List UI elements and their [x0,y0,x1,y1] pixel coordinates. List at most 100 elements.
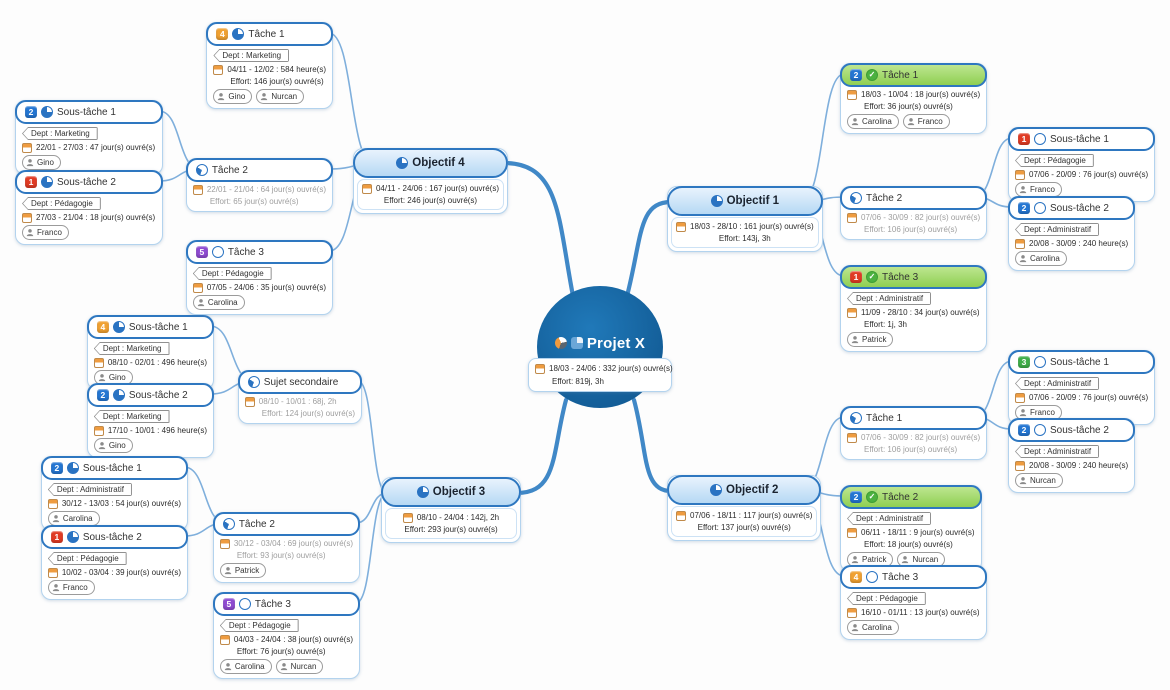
person-icon [224,663,232,671]
date-row: 30/12 - 13/03 : 54 jour(s) ouvré(s) [47,498,181,509]
node-title: Tâche 1 [248,28,285,40]
connector-line [514,397,569,496]
node-title: Sous-tâche 2 [1050,202,1109,214]
resource-chip: Nurcan [275,659,324,674]
date-text: 07/06 - 20/09 : 76 jour(s) ouvré(s) [1029,393,1149,402]
resource-chip: Franco [902,114,950,129]
node-title: Sous-tâche 2 [1050,424,1109,436]
resource-name: Carolina [862,117,892,126]
progress-pie-icon [195,164,208,176]
objectif-4-node[interactable]: Objectif 4 04/11 - 24/06 : 167 jour(s) ou… [352,148,508,214]
date-row: 18/03 - 10/04 : 18 jour(s) ouvré(s) [847,89,980,100]
date-text: 04/03 - 24/04 : 38 jour(s) ouvré(s) [233,635,353,644]
node-header[interactable]: Tâche 2 [185,158,333,182]
calendar-icon [244,396,255,407]
resource-name: Patrick [862,335,887,344]
dept-row: Dept : Marketing [213,48,326,63]
resource-name: Carolina [862,623,892,632]
node-header[interactable]: 1Tâche 3 [840,265,987,289]
effort-row: Effort: 76 jour(s) ouvré(s) [220,646,353,657]
resource-chip: Patrick [847,552,894,567]
connector-line [624,199,674,299]
resources-row: Carolina [1015,251,1128,266]
node-header[interactable]: Tâche 2 [212,512,360,536]
calendar-icon [847,307,857,318]
progress-pie-icon [396,157,409,169]
dept-tag: Dept : Marketing [22,127,98,140]
resources-row: Carolina [847,620,980,635]
date-text: 22/01 - 27/03 : 47 jour(s) ouvré(s) [36,143,156,152]
progress-pie-icon [112,321,125,333]
date-row: 07/06 - 20/09 : 76 jour(s) ouvré(s) [1015,392,1148,403]
node-header[interactable]: Tâche 1 [840,406,988,430]
calendar-icon [847,89,857,100]
date-text: 07/05 - 24/06 : 35 jour(s) ouvré(s) [206,283,326,292]
effort-row: Effort: 36 jour(s) ouvré(s) [847,101,980,112]
node-header[interactable]: Sujet secondaire [237,370,362,394]
progress-pie-icon [850,192,862,204]
node-header[interactable]: Objectif 4 [352,148,508,178]
resources-row: Carolina [192,295,326,310]
resource-name: Franco [1030,185,1055,194]
node-header[interactable]: Objectif 3 [381,477,521,507]
date-row: 04/11 - 24/06 : 167 jour(s) ouvré(s) [361,183,499,194]
resource-name: Nurcan [1030,476,1056,485]
node-header[interactable]: Objectif 2 [667,475,822,505]
node-header[interactable]: 2Tâche 2 [840,485,982,509]
priority-1-icon: 1 [850,271,862,283]
o1-t1-node[interactable]: 2Tâche 1 18/03 - 10/04 : 18 jour(s) ouvré… [840,63,988,134]
node-header[interactable]: Objectif 1 [667,186,823,216]
node-header[interactable]: 2Tâche 1 [840,63,988,87]
resource-name: Gino [108,441,126,450]
dept-tag: Dept : Administratif [47,483,132,496]
priority-3-icon: 3 [1018,356,1030,368]
resource-chip: Nurcan [256,89,305,104]
node-details: Dept : Administratif 30/12 - 13/03 : 54 j… [42,479,187,530]
resource-name: Gino [108,373,126,382]
calendar-icon [213,64,224,75]
node-header[interactable]: Tâche 2 [840,186,988,210]
effort-row: Effort: 106 jour(s) ouvré(s) [847,224,980,235]
dept-tag: Dept : Pédagogie [847,592,926,605]
